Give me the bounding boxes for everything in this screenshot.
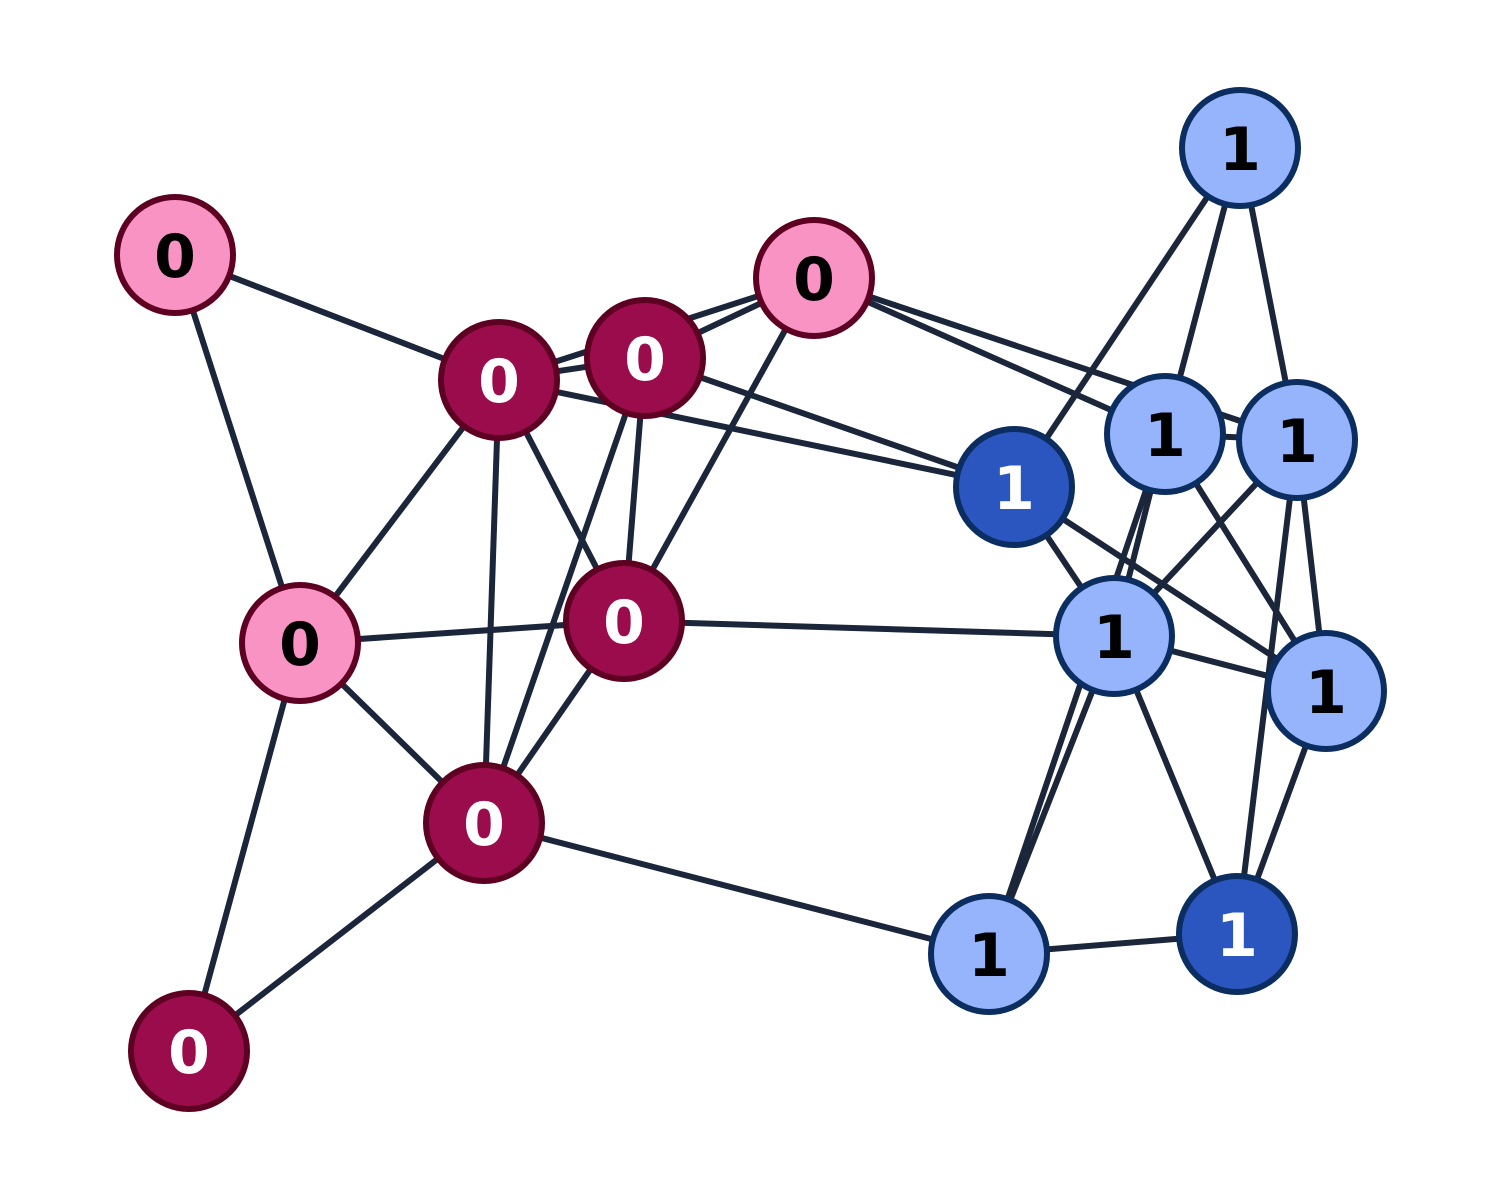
node-circle	[1104, 373, 1226, 495]
graph-node: 0	[239, 582, 361, 704]
node-label: 1	[993, 454, 1035, 524]
node-label: 0	[168, 1018, 210, 1088]
node-label: 0	[603, 588, 645, 658]
graph-node: 1	[1104, 373, 1226, 495]
node-label: 1	[1093, 603, 1135, 673]
edge-n4-n10	[811, 275, 1168, 437]
node-label: 0	[793, 245, 835, 315]
graph-node: 1	[953, 426, 1075, 548]
graph-node: 1	[1179, 87, 1301, 209]
edge-n4-n6	[621, 275, 817, 624]
edge-n3-n12	[642, 355, 1017, 490]
edge-n2-n12	[496, 377, 1017, 490]
node-label: 1	[968, 921, 1010, 991]
node-circle	[1179, 87, 1301, 209]
graph-node: 1	[1236, 379, 1358, 501]
graph-node: 1	[1053, 575, 1175, 697]
node-label: 0	[279, 610, 321, 680]
node-circle	[423, 762, 545, 884]
edge-n10-n15	[986, 431, 1168, 957]
node-circle	[1265, 630, 1387, 752]
nodes-layer: 0 0 0 0 0 0 0 0 1 1 1 1 1 1 1 1	[114, 87, 1387, 1112]
node-circle	[753, 217, 875, 339]
graph-node: 0	[438, 319, 560, 441]
edge-n7-n8	[186, 820, 487, 1054]
node-label: 0	[624, 325, 666, 395]
node-circle	[953, 426, 1075, 548]
edge-n2-n7	[481, 377, 502, 826]
node-circle	[928, 893, 1050, 1015]
node-circle	[438, 319, 560, 441]
node-label: 1	[1305, 658, 1347, 728]
edge-n4-n11	[811, 275, 1300, 443]
graph-node: 1	[1265, 630, 1387, 752]
node-label: 1	[1144, 401, 1186, 471]
node-circle	[584, 297, 706, 419]
node-circle	[1053, 575, 1175, 697]
node-circle	[128, 990, 250, 1112]
node-label: 0	[154, 222, 196, 292]
node-circle	[563, 560, 685, 682]
node-label: 1	[1216, 901, 1258, 971]
edge-n7-n15	[481, 820, 992, 957]
node-label: 1	[1219, 115, 1261, 185]
node-circle	[1236, 379, 1358, 501]
graph-node: 0	[563, 560, 685, 682]
node-label: 0	[478, 347, 520, 417]
graph-node: 1	[1176, 873, 1298, 995]
edge-n6-n13	[621, 618, 1117, 639]
edge-n5-n8	[186, 640, 303, 1054]
node-circle	[1176, 873, 1298, 995]
node-label: 1	[1276, 407, 1318, 477]
graph-node: 0	[584, 297, 706, 419]
edge-n1-n5	[172, 252, 303, 646]
graph-node: 0	[114, 194, 236, 316]
edge-n3-n7	[481, 355, 648, 826]
node-label: 0	[463, 790, 505, 860]
graph-node: 0	[423, 762, 545, 884]
graph-node: 1	[928, 893, 1050, 1015]
edge-n9-n12	[1011, 145, 1243, 490]
node-circle	[114, 194, 236, 316]
graph-node: 0	[753, 217, 875, 339]
graph-node: 0	[128, 990, 250, 1112]
node-circle	[239, 582, 361, 704]
edge-n12-n14	[1011, 484, 1329, 694]
